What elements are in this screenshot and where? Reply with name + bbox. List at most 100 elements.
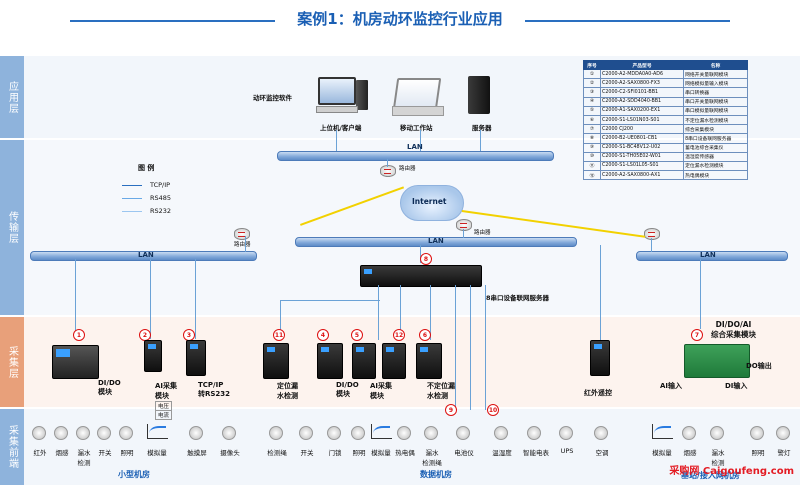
layer-tab-acquisition: 采集层	[0, 317, 24, 407]
frontend-label: 触摸屏	[187, 449, 207, 457]
water-leak-sensor-icon	[710, 426, 724, 440]
frontend-label: 照明	[120, 449, 134, 457]
module-7-label: DI/DO/AI 综合采集模块	[711, 320, 756, 339]
badge-7: 7	[691, 329, 703, 341]
table-cell-model: C2000-A2-SAX0800-FX3	[599, 78, 685, 89]
smart-meter-icon	[527, 426, 541, 440]
frontend-label: 警灯	[777, 449, 791, 457]
frontend-label: UPS	[560, 447, 574, 455]
module-6-label: 不定位漏 水检测	[427, 382, 455, 400]
do-output-label: DO输出	[746, 362, 772, 370]
table-cell-index: ⑨	[583, 142, 601, 153]
frontend-label: 开关	[98, 449, 112, 457]
table-cell-model: C2000-S1-BC48V12-U02	[599, 142, 685, 153]
light-bulb-icon	[750, 426, 764, 440]
leak-rope-icon	[269, 426, 283, 440]
group-label-data: 数据机房	[420, 470, 452, 479]
legend-rs485: RS485	[150, 194, 172, 202]
door-lock-icon	[327, 426, 341, 440]
table-cell-model: C2000-S1-TH05E02-W01	[599, 151, 685, 162]
module-4-label: DI/DO 模块	[336, 381, 359, 398]
module-2-label: AI采集 模块	[155, 382, 178, 400]
table-cell-index: ②	[583, 78, 601, 89]
table-header-index: 序号	[583, 60, 601, 70]
switch-icon	[299, 426, 313, 440]
battery-meter-icon	[456, 426, 470, 440]
table-header-name: 名称	[683, 60, 748, 70]
router-label-1: 路由器	[399, 166, 416, 172]
layer-tab-transport: 传输层	[0, 140, 24, 315]
table-cell-name: 串口开关量联网模块	[683, 96, 748, 107]
monitor-icon	[318, 77, 356, 105]
group-label-base: 基站/接入网机房	[681, 471, 740, 480]
table-cell-index: ①	[583, 68, 601, 80]
frontend-label: 漏水 检测	[77, 449, 91, 467]
badge-5: 5	[351, 329, 363, 341]
water-leak-sensor-icon	[76, 426, 90, 440]
laptop-base-icon	[392, 106, 444, 116]
legend-rs232: RS232	[150, 207, 172, 215]
table-cell-name: 网络开关量联网模块	[683, 68, 748, 80]
leak-rope-icon	[424, 426, 438, 440]
light-bulb-icon	[351, 426, 365, 440]
lan-label-top: LAN	[407, 143, 423, 151]
module-12-device	[382, 343, 406, 379]
layer-tab-frontend: 采集前端	[0, 409, 24, 485]
frontend-label: 热电偶	[395, 449, 415, 457]
module-1-device	[52, 345, 99, 379]
router-icon	[644, 228, 660, 240]
badge-9: 9	[445, 404, 457, 416]
table-cell-index: ⑦	[583, 124, 601, 135]
badge-4: 4	[317, 329, 329, 341]
table-cell-index: ③	[583, 87, 601, 98]
frontend-label: 烟感	[683, 449, 697, 457]
air-conditioner-icon	[594, 426, 608, 440]
table-cell-name: 不定位漏水检测模块	[683, 114, 748, 126]
module-6-device	[416, 343, 442, 379]
ai-input-label: AI输入	[660, 382, 683, 390]
server-icon	[468, 76, 490, 114]
light-bulb-icon	[119, 426, 133, 440]
di-input-label: DI输入	[725, 382, 748, 390]
module-4-device	[317, 343, 343, 379]
badge-10: 10	[487, 404, 499, 416]
table-cell-index: ⑤	[583, 105, 601, 116]
table-cell-model: C2000-A2-MDDA0A0-AD6	[599, 68, 685, 80]
module-11-device	[263, 343, 289, 379]
thermocouple-icon	[397, 426, 411, 440]
table-cell-model: C2000-C2-SFI0101-BB1	[599, 87, 685, 98]
table-cell-name: 热电偶模块	[683, 170, 748, 181]
table-cell-model: C2000-A2-SDD4040-BB1	[599, 96, 685, 107]
frontend-label: 空调	[595, 449, 609, 457]
table-cell-model: C2000-B2-UE0801-CB1	[599, 133, 685, 144]
smoke-detector-icon	[54, 426, 68, 440]
lan-bar-mid	[295, 237, 577, 247]
table-cell-model: C2000 CJ200	[599, 124, 685, 135]
module-2-sub-current: 电流	[155, 410, 173, 420]
ups-icon	[559, 426, 573, 440]
table-cell-name: 串口转换器	[683, 87, 748, 98]
badge-12: 12	[393, 329, 405, 341]
legend-tcpip: TCP/IP	[150, 181, 171, 189]
ir-remote-device	[590, 340, 610, 376]
frontend-label: 摄像头	[220, 449, 240, 457]
table-cell-index: ⑧	[583, 133, 601, 144]
router-icon	[380, 165, 396, 177]
server-label: 服务器	[472, 124, 492, 132]
frontend-label: 开关	[300, 449, 314, 457]
frontend-label: 漏水 检测	[711, 449, 725, 467]
lan-label-right: LAN	[700, 251, 716, 259]
frontend-label: 照明	[352, 449, 366, 457]
router-label-2: 路由器	[234, 242, 251, 248]
lan-bar-right	[636, 251, 788, 261]
table-cell-name: 串口模拟量联网模块	[683, 105, 748, 116]
